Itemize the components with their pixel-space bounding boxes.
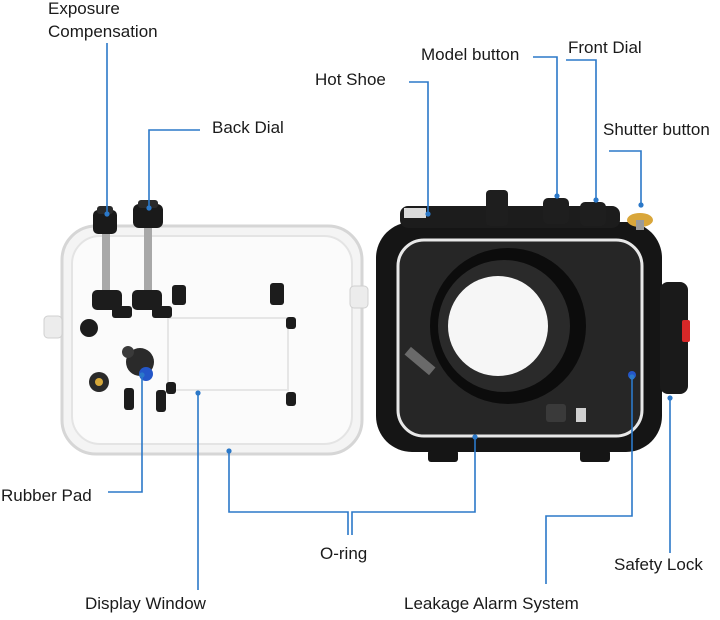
leader-leakage-alarm — [545, 377, 633, 584]
mode-dial-knob — [486, 190, 508, 226]
leader-hot-shoe — [409, 81, 429, 214]
leader-lines — [106, 43, 671, 590]
label-hot-shoe: Hot Shoe — [315, 70, 386, 89]
label-exposure-compensation-line1: Exposure — [48, 0, 120, 18]
leader-back-dial — [148, 129, 200, 208]
label-leakage-alarm-system: Leakage Alarm System — [404, 594, 579, 613]
back-dial-shaft — [144, 228, 152, 296]
leader-shutter-button — [609, 150, 642, 205]
hot-shoe-plate — [404, 208, 426, 218]
shutter-button-stem — [636, 220, 644, 230]
back-dial-knob — [133, 200, 163, 228]
model-button-knob — [543, 198, 569, 224]
clear-back-cover — [43, 200, 369, 456]
back-cover-inner — [71, 235, 353, 445]
leader-front-dial — [566, 59, 597, 200]
label-exposure-compensation: Exposure Compensation — [48, 0, 188, 43]
label-model-button: Model button — [421, 45, 520, 64]
left-latch — [43, 315, 63, 339]
leader-o-ring-left — [228, 451, 349, 535]
exposure-shaft — [102, 234, 110, 296]
label-shutter-button: Shutter button — [603, 120, 710, 139]
leader-rubber-pad — [108, 375, 143, 493]
leader-model-button — [533, 56, 558, 196]
leader-o-ring-right — [351, 437, 476, 535]
lens-port-opening — [448, 276, 548, 376]
right-latch — [349, 285, 369, 309]
label-o-ring: O-ring — [320, 544, 368, 563]
front-dial-knob — [580, 202, 606, 226]
leader-endpoints — [104, 193, 673, 454]
safety-lock-lever — [660, 282, 688, 394]
label-display-window: Display Window — [85, 594, 206, 613]
exposure-compensation-knob — [93, 206, 117, 234]
label-rubber-pad: Rubber Pad — [1, 486, 92, 505]
label-safety-lock: Safety Lock — [614, 555, 703, 574]
safety-lock-indicator — [682, 320, 690, 342]
label-back-dial: Back Dial — [212, 118, 284, 137]
internal-controls — [80, 283, 296, 412]
label-front-dial: Front Dial — [568, 38, 642, 57]
label-exposure-compensation-line2: Compensation — [48, 22, 158, 41]
black-front-housing — [376, 190, 690, 462]
display-window-panel — [167, 317, 289, 391]
